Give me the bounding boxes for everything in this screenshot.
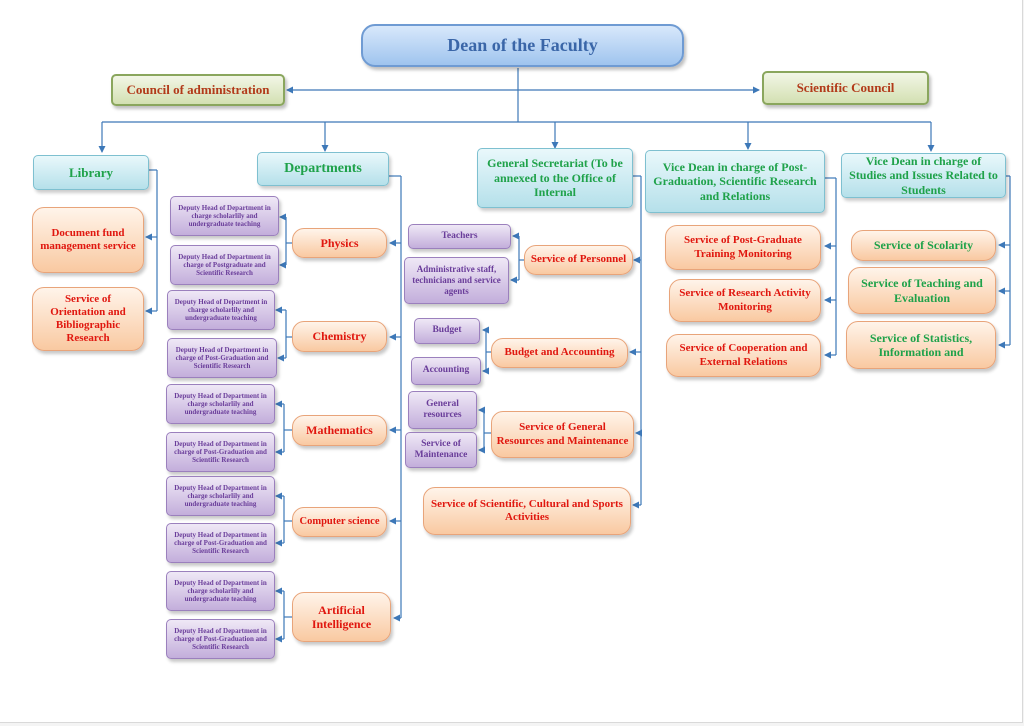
mathematics-deputy-undergrad-box: Deputy Head of Department in charge scho… <box>166 384 275 424</box>
scientific-council-box: Scientific Council <box>762 71 929 105</box>
mathematics-box: Mathematics <box>292 415 387 446</box>
service-personnel-box: Service of Personnel <box>524 245 633 275</box>
vice-dean-studies-box: Vice Dean in charge of Studies and Issue… <box>841 153 1006 198</box>
cooperation-service-box: Service of Cooperation and External Rela… <box>666 334 821 377</box>
physics-box: Physics <box>292 228 387 258</box>
maintenance-box: Service of Maintenance <box>405 432 477 468</box>
document-fund-service-box: Document fund management service <box>32 207 144 273</box>
orientation-research-service-box: Service of Orientation and Bibliographic… <box>32 287 144 351</box>
cs-deputy-postgrad-box: Deputy Head of Department in charge of P… <box>166 523 275 563</box>
teachers-box: Teachers <box>408 224 511 249</box>
artificial-intelligence-box: Artificial Intelligence <box>292 592 391 642</box>
scientific-cultural-sports-box: Service of Scientific, Cultural and Spor… <box>423 487 631 535</box>
general-resources-maintenance-box: Service of General Resources and Mainten… <box>491 411 634 458</box>
ai-deputy-undergrad-box: Deputy Head of Department in charge scho… <box>166 571 275 611</box>
computer-science-box: Computer science <box>292 507 387 537</box>
administrative-staff-box: Administrative staff, technicians and se… <box>404 257 509 304</box>
vice-dean-postgrad-box: Vice Dean in charge of Post-Graduation, … <box>645 150 825 213</box>
statistics-service-box: Service of Statistics, Information and <box>846 321 996 369</box>
accounting-box: Accounting <box>411 357 481 385</box>
chemistry-deputy-postgrad-box: Deputy Head of Department in charge of P… <box>167 338 277 378</box>
dean-box: Dean of the Faculty <box>361 24 684 67</box>
chemistry-deputy-undergrad-box: Deputy Head of Department in charge scho… <box>167 290 275 330</box>
postgrad-training-service-box: Service of Post-Graduate Training Monito… <box>665 225 821 270</box>
departments-box: Departments <box>257 152 389 186</box>
ai-deputy-postgrad-box: Deputy Head of Department in charge of P… <box>166 619 275 659</box>
general-secretariat-box: General Secretariat (To be annexed to th… <box>477 148 633 208</box>
physics-deputy-postgrad-box: Deputy Head of Department in charge of P… <box>170 245 279 285</box>
physics-deputy-undergrad-box: Deputy Head of Department in charge scho… <box>170 196 279 236</box>
research-activity-service-box: Service of Research Activity Monitoring <box>669 279 821 322</box>
general-resources-box: General resources <box>408 391 477 429</box>
council-administration-box: Council of administration <box>111 74 285 106</box>
scolarity-service-box: Service of Scolarity <box>851 230 996 261</box>
budget-box: Budget <box>414 318 480 344</box>
cs-deputy-undergrad-box: Deputy Head of Department in charge scho… <box>166 476 275 516</box>
mathematics-deputy-postgrad-box: Deputy Head of Department in charge of P… <box>166 432 275 472</box>
chemistry-box: Chemistry <box>292 321 387 352</box>
budget-accounting-box: Budget and Accounting <box>491 338 628 368</box>
teaching-evaluation-service-box: Service of Teaching and Evaluation <box>848 267 996 314</box>
library-box: Library <box>33 155 149 190</box>
